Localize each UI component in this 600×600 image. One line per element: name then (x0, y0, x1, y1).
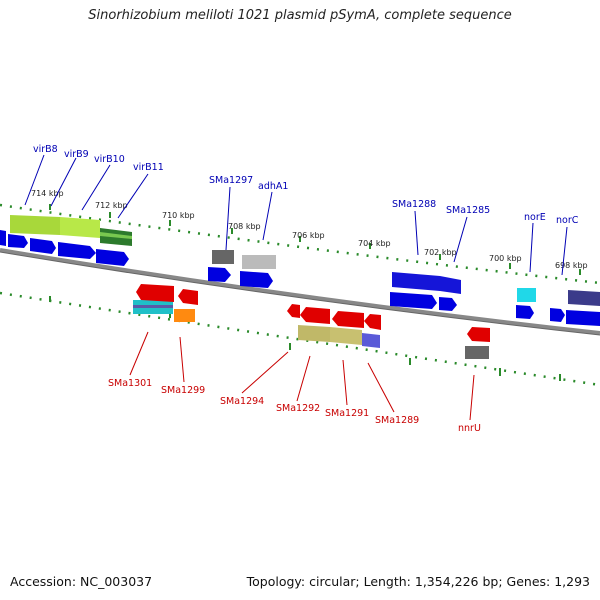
scale-labels: 714 kbp 712 kbp 710 kbp 708 kbp 706 kbp … (31, 189, 588, 270)
scale-label: 712 kbp (95, 201, 128, 210)
gene-label-nnrU: nnrU (458, 423, 481, 434)
gene-block-norE (517, 288, 536, 302)
scale-label: 710 kbp (162, 211, 195, 220)
gene-block-virB8 (10, 215, 60, 235)
gene-block-SMa1285 (440, 276, 461, 294)
top-leaders (24, 154, 568, 276)
gene-label-SMa1292: SMa1292 (276, 403, 320, 414)
bottom-blocks (133, 300, 489, 359)
gene-label-norC: norC (556, 215, 579, 226)
scale-label: 714 kbp (31, 189, 64, 198)
bottom-leaders (129, 331, 475, 421)
accession-text: Accession: NC_003037 (10, 574, 153, 589)
backbone-line (0, 248, 600, 335)
scale-label: 702 kbp (424, 248, 457, 257)
gene-block-norC (568, 290, 600, 306)
top-labels: virB8 virB9 virB10 virB11 SMa1297 adhA1 … (33, 144, 579, 226)
gene-label-SMa1285: SMa1285 (446, 205, 490, 216)
gene-label-SMa1299: SMa1299 (161, 385, 205, 396)
gene-block-SMa1292 (330, 327, 362, 345)
major-ticks (49, 204, 581, 381)
topology-text: Topology: circular; Length: 1,354,226 bp… (246, 574, 590, 589)
tick-track-top (0, 203, 600, 285)
scale-label: 698 kbp (555, 261, 588, 270)
gene-label-virB10: virB10 (94, 154, 125, 165)
gene-block-adhA1 (242, 255, 276, 269)
gene-label-SMa1288: SMa1288 (392, 199, 436, 210)
gene-label-SMa1297: SMa1297 (209, 175, 253, 186)
gene-label-SMa1301: SMa1301 (108, 378, 152, 389)
gene-label-SMa1289: SMa1289 (375, 415, 419, 426)
gene-block-virB9 (60, 217, 100, 238)
gene-label-norE: norE (524, 212, 546, 223)
gene-label-virB11: virB11 (133, 162, 164, 173)
bottom-labels: SMa1301 SMa1299 SMa1294 SMa1292 SMa1291 … (108, 378, 481, 434)
gene-label-adhA1: adhA1 (258, 181, 288, 192)
gene-block-SMa1289 (362, 333, 380, 348)
top-arrows (0, 230, 600, 326)
scale-label: 704 kbp (358, 239, 391, 248)
gene-label-SMa1291: SMa1291 (325, 408, 369, 419)
gene-block-SMa1294 (298, 325, 330, 342)
gene-block-SMa1299 (174, 309, 195, 322)
scale-label: 700 kbp (489, 254, 522, 263)
gene-block-SMa1297 (212, 250, 234, 264)
scale-label: 708 kbp (228, 222, 261, 231)
bottom-arrows (136, 284, 490, 342)
gene-label-virB9: virB9 (64, 149, 89, 160)
backbone-shadow (0, 251, 600, 336)
map-title: Sinorhizobium meliloti 1021 plasmid pSym… (88, 8, 512, 23)
top-blocks (10, 215, 600, 306)
gene-label-SMa1294: SMa1294 (220, 396, 264, 407)
gene-block-nnrU (465, 346, 489, 359)
gene-label-virB8: virB8 (33, 144, 58, 155)
scale-label: 706 kbp (292, 231, 325, 240)
gene-block-SMa1288 (392, 272, 440, 291)
